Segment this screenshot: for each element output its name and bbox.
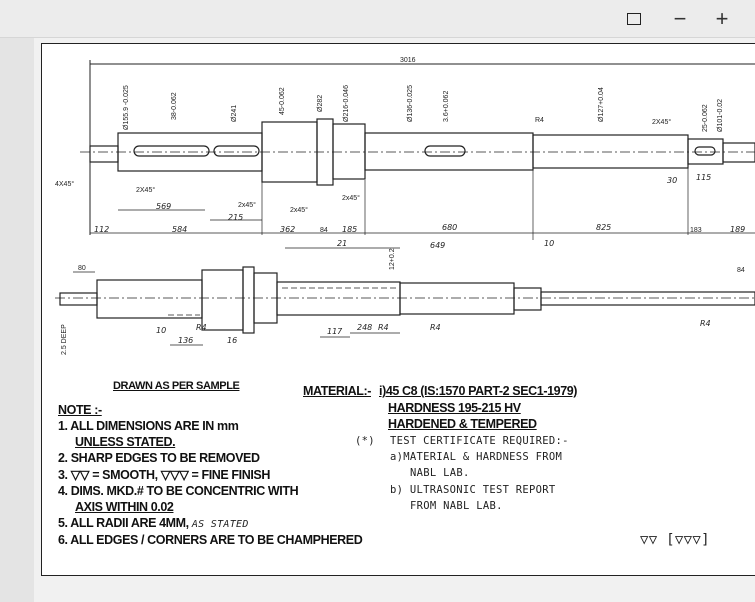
treatment: HARDENED & TEMPERED bbox=[388, 417, 537, 431]
svg-text:649: 649 bbox=[430, 241, 445, 250]
svg-text:Ø127+0.04: Ø127+0.04 bbox=[598, 87, 605, 122]
note-6: 6. ALL EDGES / CORNERS ARE TO BE CHAMPHE… bbox=[58, 533, 363, 547]
svg-text:2x45°: 2x45° bbox=[238, 201, 256, 209]
document-page bbox=[41, 43, 755, 576]
sidebar-strip bbox=[0, 38, 34, 602]
svg-text:45-0.062: 45-0.062 bbox=[279, 87, 286, 115]
svg-text:680: 680 bbox=[442, 223, 457, 232]
svg-text:80: 80 bbox=[78, 265, 86, 272]
svg-text:2X45°: 2X45° bbox=[136, 186, 155, 194]
svg-text:362: 362 bbox=[280, 225, 295, 234]
svg-text:183: 183 bbox=[690, 227, 702, 234]
test-line-3: NABL LAB. bbox=[410, 467, 470, 479]
svg-text:117: 117 bbox=[327, 327, 343, 336]
test-line-5: FROM NABL LAB. bbox=[410, 500, 503, 512]
svg-text:2x45°: 2x45° bbox=[342, 194, 360, 202]
svg-text:84: 84 bbox=[737, 267, 745, 274]
svg-text:112: 112 bbox=[94, 225, 109, 234]
svg-text:R4: R4 bbox=[196, 323, 207, 332]
material-label: MATERIAL:- bbox=[303, 384, 371, 398]
lower-dimension-lines bbox=[73, 247, 400, 346]
svg-text:584: 584 bbox=[172, 225, 187, 234]
note-3: 3. ▽▽ = SMOOTH, ▽▽▽ = FINE FINISH bbox=[58, 468, 270, 482]
svg-text:10: 10 bbox=[156, 326, 166, 335]
fit-page-icon bbox=[627, 13, 641, 25]
svg-text:21: 21 bbox=[337, 239, 347, 248]
svg-text:136: 136 bbox=[178, 336, 193, 345]
hardness: HARDNESS 195-215 HV bbox=[388, 401, 521, 415]
svg-text:Ø101-0.02: Ø101-0.02 bbox=[717, 99, 724, 132]
zoom-in-button[interactable]: + bbox=[709, 6, 735, 32]
svg-text:Ø155.9 -0.025: Ø155.9 -0.025 bbox=[123, 85, 130, 130]
note-5-text: 5. ALL RADII ARE 4MM, bbox=[58, 516, 189, 530]
plus-icon: + bbox=[715, 6, 729, 31]
note-4-cont: AXIS WITHIN 0.02 bbox=[75, 500, 174, 514]
svg-text:12+0.2: 12+0.2 bbox=[389, 248, 396, 270]
svg-text:825: 825 bbox=[596, 223, 611, 232]
svg-text:4X45°: 4X45° bbox=[55, 180, 74, 188]
viewer-toolbar: − + bbox=[0, 0, 755, 38]
svg-text:248: 248 bbox=[357, 323, 372, 332]
fit-page-button[interactable] bbox=[621, 6, 647, 32]
svg-text:38-0.062: 38-0.062 bbox=[171, 92, 178, 120]
svg-text:Ø136-0.025: Ø136-0.025 bbox=[407, 85, 414, 122]
svg-text:16: 16 bbox=[227, 336, 237, 345]
note-2: 2. SHARP EDGES TO BE REMOVED bbox=[58, 451, 260, 465]
svg-text:2.5 DEEP: 2.5 DEEP bbox=[61, 324, 68, 355]
svg-text:569: 569 bbox=[156, 202, 171, 211]
svg-text:189: 189 bbox=[730, 225, 745, 234]
svg-text:2X45°: 2X45° bbox=[652, 118, 671, 126]
minus-icon: − bbox=[673, 6, 687, 31]
svg-text:30: 30 bbox=[667, 176, 677, 185]
svg-text:R4: R4 bbox=[700, 319, 711, 328]
shaft-lower-view bbox=[55, 266, 755, 334]
svg-text:2x45°: 2x45° bbox=[290, 206, 308, 214]
lower-dimension-labels: 80 136 16 10 R4 R4 R4 117 248 12+0.2 R4 … bbox=[61, 248, 745, 355]
shaft-upper-view bbox=[80, 118, 755, 186]
surface-finish-symbol: ▽▽ [▽▽▽] bbox=[640, 532, 710, 548]
material-spec: i)45 C8 (IS:1570 PART-2 SEC1-1979) bbox=[379, 384, 578, 398]
overall-length-label: 3016 bbox=[400, 57, 416, 64]
svg-text:Ø216-0.046: Ø216-0.046 bbox=[343, 85, 350, 122]
svg-text:10: 10 bbox=[544, 239, 554, 248]
svg-text:R4: R4 bbox=[378, 323, 389, 332]
test-line-4: b) ULTRASONIC TEST REPORT bbox=[390, 484, 556, 496]
svg-text:3.6+0.062: 3.6+0.062 bbox=[443, 91, 450, 122]
test-line-2: a)MATERIAL & HARDNESS FROM bbox=[390, 451, 563, 463]
note-4: 4. DIMS. MKD.# TO BE CONCENTRIC WITH bbox=[58, 484, 299, 498]
upper-dimension-labels: 4X45° 2X45° 569 215 584 112 362 84 185 2… bbox=[55, 85, 745, 250]
drawn-as-per-sample: DRAWN AS PER SAMPLE bbox=[113, 380, 240, 392]
svg-text:215: 215 bbox=[228, 213, 243, 222]
svg-text:Ø282: Ø282 bbox=[317, 95, 324, 112]
svg-text:185: 185 bbox=[342, 225, 357, 234]
svg-text:Ø241: Ø241 bbox=[231, 105, 238, 122]
upper-dimension-lines bbox=[90, 135, 755, 240]
note-1-cont: UNLESS STATED. bbox=[75, 435, 176, 449]
svg-text:115: 115 bbox=[696, 173, 711, 182]
svg-text:25-0.062: 25-0.062 bbox=[702, 104, 709, 132]
notes-heading: NOTE :- bbox=[58, 403, 102, 417]
svg-text:R4: R4 bbox=[535, 117, 544, 124]
star-marker: (*) bbox=[355, 435, 375, 447]
note-5-handwritten: AS STATED bbox=[191, 519, 249, 530]
svg-text:84: 84 bbox=[320, 227, 328, 234]
svg-text:R4: R4 bbox=[430, 323, 441, 332]
test-line-1: TEST CERTIFICATE REQUIRED:- bbox=[390, 435, 569, 447]
note-5: 5. ALL RADII ARE 4MM, AS STATED bbox=[58, 516, 249, 530]
zoom-out-button[interactable]: − bbox=[667, 6, 693, 32]
note-1: 1. ALL DIMENSIONS ARE IN mm bbox=[58, 419, 239, 433]
